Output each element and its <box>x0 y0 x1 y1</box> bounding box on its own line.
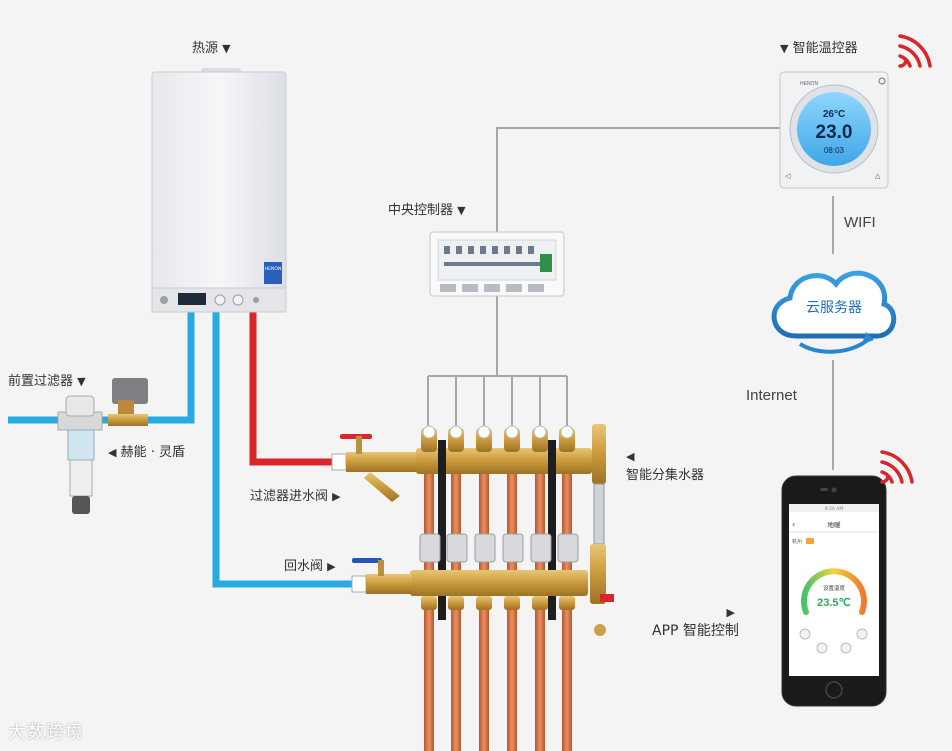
wifi-text: WIFI <box>844 214 876 231</box>
watermark-text: 大数跨境 <box>8 722 84 743</box>
central-controller-label: 中央控制器 ▼ <box>388 199 466 218</box>
phone-back-icon: ‹ <box>792 520 795 529</box>
brand-text: 赫能 · 灵盾 <box>120 445 186 460</box>
phone-setting-label: 设置温度 <box>823 584 846 592</box>
smart-manifold-label: ◀ 智能分集水器 <box>626 449 704 483</box>
central-controller <box>429 231 565 297</box>
signal-icon-thermostat <box>898 34 932 68</box>
thermostat-set-temp: 26°C <box>823 109 845 120</box>
filter-inlet-valve-label: 过滤器进水阀 ▶ <box>250 485 341 504</box>
thermostat-time: 08:03 <box>824 146 845 155</box>
triangle-down-icon: ▼ <box>457 204 466 217</box>
floor-heating-loops <box>424 472 572 751</box>
triangle-down-icon: ▼ <box>780 42 789 55</box>
phone-location: 杭州 <box>792 538 802 545</box>
cloud-server-label: 云服务器 <box>806 300 862 316</box>
triangle-down-icon: ▼ <box>222 42 231 55</box>
boiler-badge-text: HENON <box>265 266 282 272</box>
control-wires <box>427 127 834 470</box>
smartphone: 9:26 AM ‹ 地暖 杭州 设置温度 23.5℃ <box>781 475 887 707</box>
internet-text: Internet <box>746 387 797 404</box>
triangle-left-icon: ◀ <box>626 450 635 463</box>
triangle-right-icon: ▶ <box>327 560 336 573</box>
heat-source-text: 热源 <box>192 41 219 56</box>
pre-filter-text: 前置过滤器 <box>8 374 74 389</box>
return-valve-text: 回水阀 <box>284 559 324 574</box>
internet-label: Internet <box>746 387 797 404</box>
phone-status-time: 9:26 AM <box>825 506 844 512</box>
signal-icon-phone <box>880 450 914 484</box>
brand-label: ◀ 赫能 · 灵盾 <box>108 441 185 460</box>
watermark: 大数跨境 <box>8 718 84 744</box>
triangle-right-icon: ▶ <box>332 490 341 503</box>
pre-filter <box>57 378 148 514</box>
cloud-server: 云服务器 <box>771 270 897 354</box>
smart-thermostat-label: ▼ 智能温控器 <box>780 37 858 56</box>
pre-filter-label: 前置过滤器 ▼ <box>8 370 86 389</box>
triangle-right-icon: ▶ <box>726 606 735 619</box>
heat-source-label: 热源 ▼ <box>192 37 231 56</box>
thermostat-current-temp: 23.0 <box>816 122 853 143</box>
smart-manifold-text: 智能分集水器 <box>626 468 705 483</box>
manifold <box>331 424 614 636</box>
smart-thermostat-text: 智能温控器 <box>792 41 858 56</box>
return-valve-label: 回水阀 ▶ <box>284 555 336 574</box>
filter-inlet-valve-text: 过滤器进水阀 <box>250 489 329 504</box>
triangle-left-icon: ◀ <box>108 446 117 459</box>
phone-setting-value: 23.5℃ <box>817 597 851 609</box>
smart-thermostat: HENON 26°C 23.0 08:03 ◁ △ <box>779 71 889 189</box>
phone-header-title: 地暖 <box>828 520 842 529</box>
app-control-text: APP 智能控制 <box>652 623 739 639</box>
wifi-label: WIFI <box>844 214 876 231</box>
thermostat-button-left-icon: ◁ <box>785 172 791 180</box>
thermostat-brand: HENON <box>800 81 818 87</box>
boiler: HENON <box>151 68 287 313</box>
triangle-down-icon: ▼ <box>77 375 86 388</box>
thermostat-button-right-icon: △ <box>875 172 881 180</box>
app-control-label: ▶ APP 智能控制 <box>652 604 739 640</box>
central-controller-text: 中央控制器 <box>388 203 454 218</box>
